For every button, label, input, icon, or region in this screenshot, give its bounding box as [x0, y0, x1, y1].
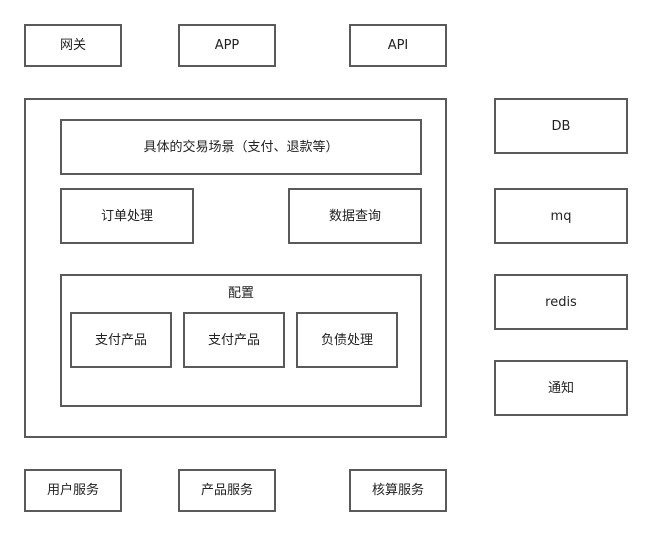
db-label: DB — [551, 118, 571, 134]
scenario-label: 具体的交易场景（支付、退款等） — [143, 139, 339, 155]
config-item-payment-product-1: 支付产品 — [70, 312, 172, 368]
app-label: APP — [214, 38, 240, 53]
api-label: API — [387, 38, 409, 53]
mq-label: mq — [550, 208, 572, 224]
config-item-label: 负债处理 — [320, 332, 373, 348]
user-service-box: 用户服务 — [24, 469, 122, 512]
config-title: 配置 — [227, 286, 254, 301]
order-processing-box: 订单处理 — [60, 188, 194, 244]
gateway-box: 网关 — [24, 24, 122, 67]
accounting-service-box: 核算服务 — [349, 469, 447, 512]
config-item-payment-product-2: 支付产品 — [183, 312, 285, 368]
product-service-label: 产品服务 — [200, 483, 253, 498]
db-box: DB — [494, 98, 628, 154]
config-item-liability-processing: 负债处理 — [296, 312, 398, 368]
order-processing-label: 订单处理 — [100, 208, 153, 224]
notify-label: 通知 — [547, 380, 574, 396]
gateway-label: 网关 — [59, 38, 86, 53]
scenario-box: 具体的交易场景（支付、退款等） — [60, 119, 422, 175]
user-service-label: 用户服务 — [46, 483, 99, 498]
accounting-service-label: 核算服务 — [371, 483, 424, 498]
redis-box: redis — [494, 274, 628, 330]
notify-box: 通知 — [494, 360, 628, 416]
mq-box: mq — [494, 188, 628, 244]
app-box: APP — [178, 24, 276, 67]
config-item-label: 支付产品 — [94, 332, 147, 348]
data-query-label: 数据查询 — [328, 208, 381, 224]
api-box: API — [349, 24, 447, 67]
data-query-box: 数据查询 — [288, 188, 422, 244]
config-item-label: 支付产品 — [207, 332, 260, 348]
product-service-box: 产品服务 — [178, 469, 276, 512]
redis-label: redis — [545, 294, 577, 310]
